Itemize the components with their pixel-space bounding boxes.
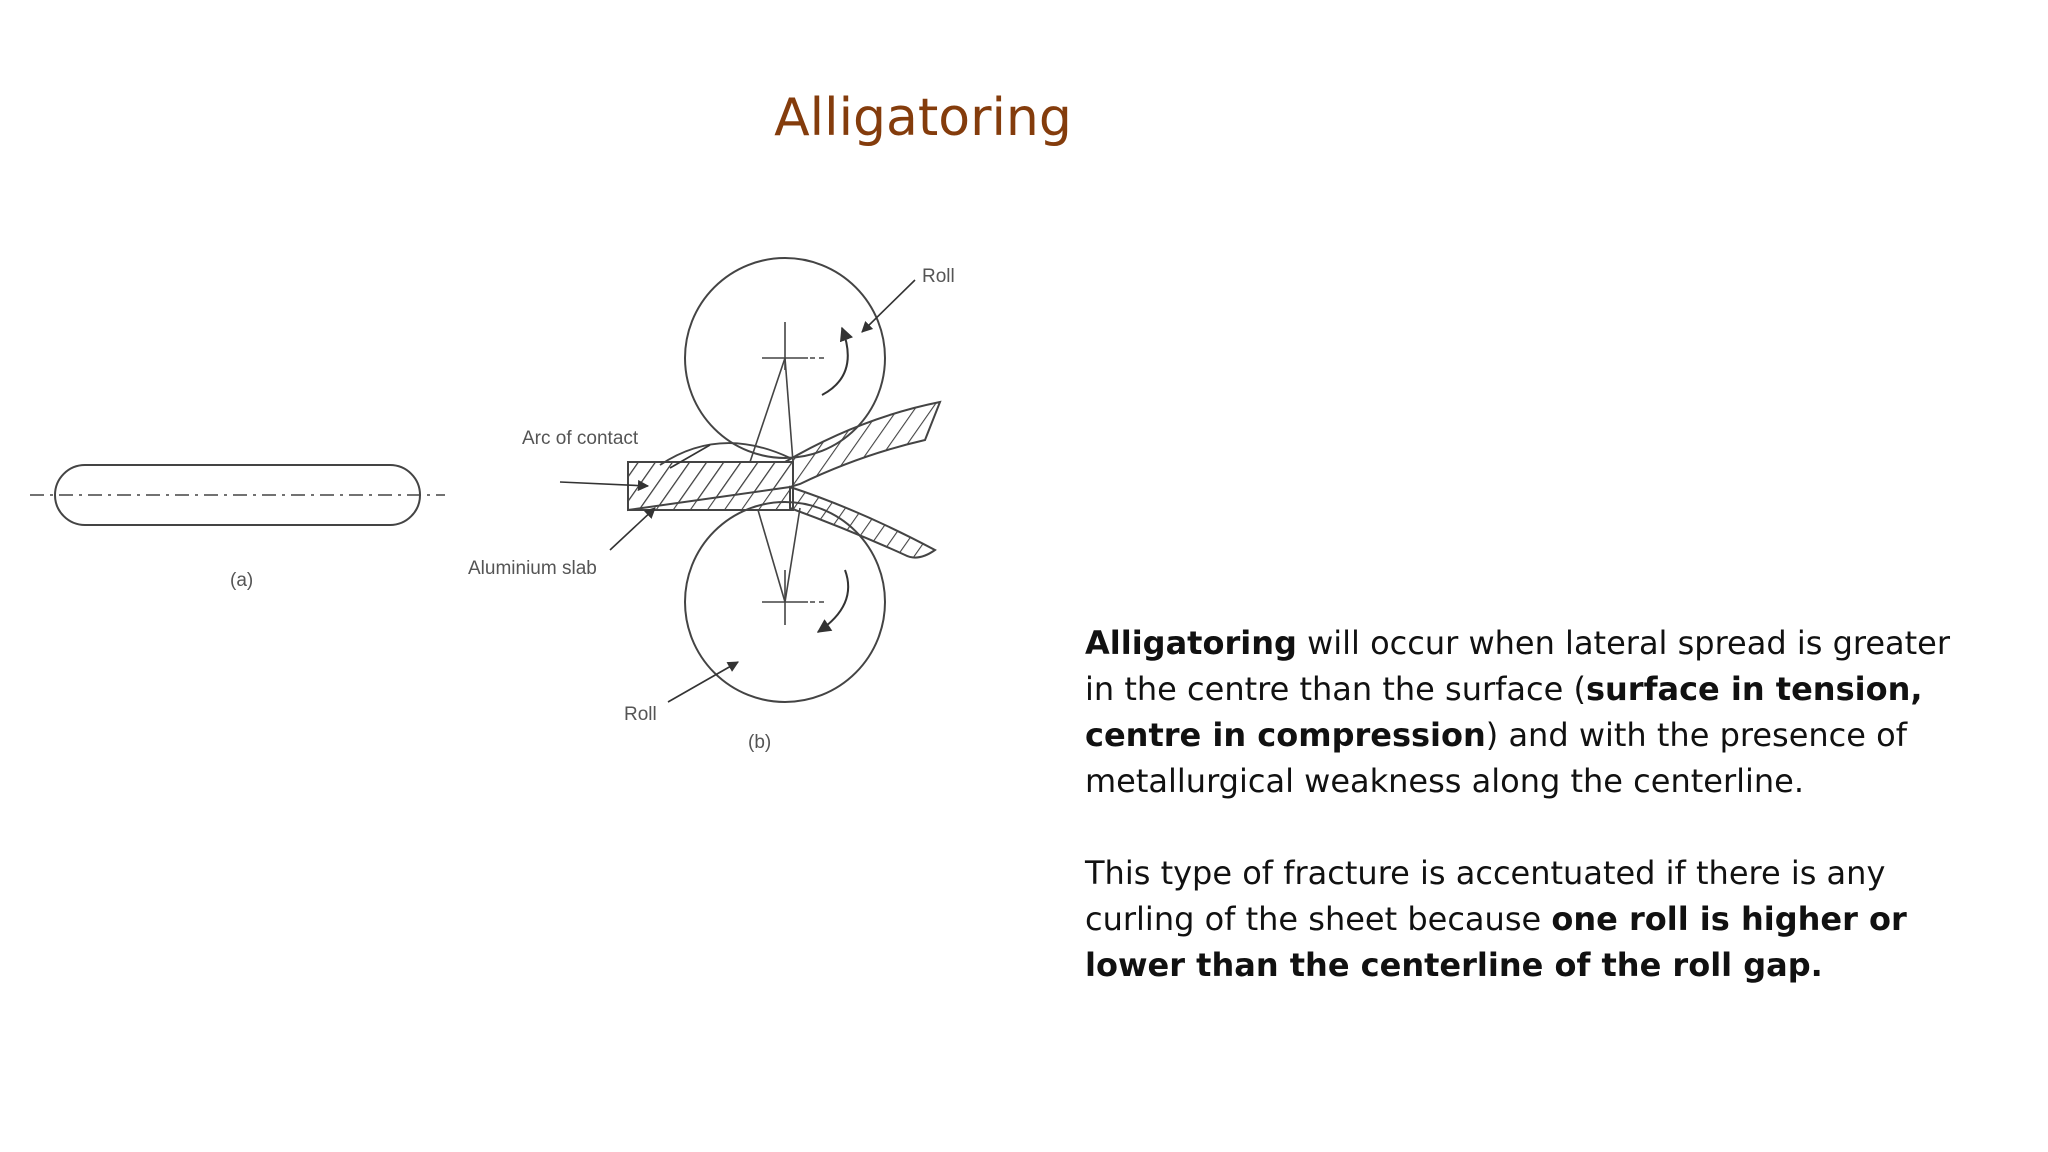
leader-arc <box>669 444 711 469</box>
label-aluminium-slab: Aluminium slab <box>468 558 597 579</box>
label-roll-top: Roll <box>922 266 955 287</box>
label-roll-bottom: Roll <box>624 704 657 725</box>
label-b: (b) <box>748 732 771 753</box>
leader-roll-bottom <box>667 661 739 703</box>
slab-section-a <box>30 464 445 526</box>
leader-slab <box>609 507 656 551</box>
slide-title: Alligatoring <box>774 88 1072 148</box>
rolling-diagram-svg: (a) <box>30 257 955 753</box>
label-arc-of-contact: Arc of contact <box>522 428 639 449</box>
p2-text-1: This type of fracture is accentuated if … <box>1085 854 1886 938</box>
slide-body: Alligatoring will occur when lateral spr… <box>1085 620 1965 988</box>
p2-bold-roll: one roll is higher or lower than the cen… <box>1085 900 1907 984</box>
p1-bold-tension: surface in tension, centre in compressio… <box>1085 670 1923 754</box>
paragraph-1: Alligatoring will occur when lateral spr… <box>1085 620 1965 804</box>
label-a: (a) <box>230 570 253 591</box>
arc-of-contact-curve <box>659 442 791 466</box>
paragraph-2: This type of fracture is accentuated if … <box>1085 850 1965 988</box>
p1-text-1: will occur when lateral spread is greate… <box>1085 624 1951 708</box>
p1-text-2: ) and with the presence of metallurgical… <box>1085 716 1907 800</box>
leader-roll-top <box>861 279 916 333</box>
contact-geometry <box>749 357 801 603</box>
aluminium-slab <box>559 400 942 559</box>
term-alligatoring: Alligatoring <box>1085 624 1297 662</box>
rolling-diagram: (a) <box>0 250 1000 810</box>
